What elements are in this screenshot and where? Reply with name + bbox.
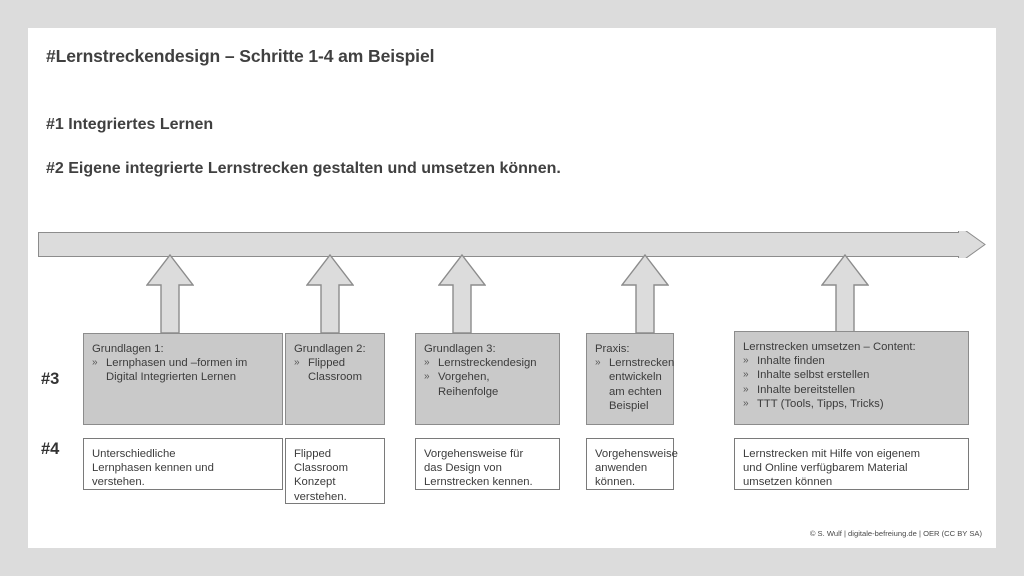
step3-box-5-bullets: » Inhalte finden » Inhalte selbst erstelle… (743, 354, 961, 411)
up-arrow-2 (306, 254, 354, 334)
bullet-icon: » (743, 383, 749, 395)
list-item: » Inhalte bereitstellen (743, 383, 961, 397)
list-item: » TTT (Tools, Tipps, Tricks) (743, 397, 961, 411)
step3-box-2-bullets: » Flipped Classroom (294, 356, 377, 384)
bullet-icon: » (743, 369, 749, 381)
bullet-icon: » (743, 397, 749, 409)
slide-canvas: #Lernstreckendesign – Schritte 1-4 am Be… (28, 28, 996, 548)
step4-box-1[interactable]: Unterschiedliche Lernphasen kennen und v… (83, 438, 283, 490)
step3-box-1[interactable]: Grundlagen 1: » Lernphasen und –formen im… (83, 333, 283, 425)
list-item-text: Lernstrecken entwickeln am echten Beispi… (609, 357, 675, 412)
step3-box-3-title: Grundlagen 3: (424, 343, 496, 355)
bullet-icon: » (92, 357, 98, 369)
row-label-step-4: #4 (41, 440, 60, 458)
list-item: » Flipped Classroom (294, 356, 377, 384)
step3-box-2[interactable]: Grundlagen 2: » Flipped Classroom (285, 333, 385, 425)
list-item: » Inhalte selbst erstellen (743, 368, 961, 382)
step4-box-4[interactable]: Vorgehensweise anwenden können. (586, 438, 678, 490)
list-item: » Vorgehen, Reihenfolge (424, 370, 552, 398)
list-item-text: Vorgehen, Reihenfolge (438, 371, 499, 398)
footer-credit: © S. Wulf | digitale-befreiung.de | OER … (809, 529, 982, 538)
up-arrow-3 (438, 254, 486, 334)
list-item-text: Lernstreckendesign (438, 357, 537, 370)
list-item: » Lernstrecken entwickeln am echten Beisp… (595, 356, 674, 413)
step3-box-5[interactable]: Lernstrecken umsetzen – Content: » Inhalt… (734, 331, 969, 425)
list-item: » Inhalte finden (743, 354, 961, 368)
step4-box-3[interactable]: Vorgehensweise für das Design von Lernst… (415, 438, 560, 490)
step3-box-1-title: Grundlagen 1: (92, 343, 164, 355)
up-arrow-4 (621, 254, 669, 334)
list-item-text: Inhalte selbst erstellen (757, 369, 870, 382)
list-item-text: Inhalte bereitstellen (757, 383, 855, 396)
step3-box-1-bullets: » Lernphasen und –formen im Digital Integ… (92, 356, 275, 384)
step4-box-5[interactable]: Lernstrecken mit Hilfe von eigenem und O… (734, 438, 969, 490)
subtitle-step-2: #2 Eigene integrierte Lernstrecken gesta… (46, 160, 561, 177)
step4-box-2[interactable]: Flipped Classroom Konzept verstehen. (285, 438, 385, 504)
step3-box-5-title: Lernstrecken umsetzen – Content: (743, 341, 916, 353)
bullet-icon: » (424, 357, 430, 369)
up-arrow-1 (146, 254, 194, 334)
timeline-arrow (38, 231, 986, 258)
step3-box-4[interactable]: Praxis: » Lernstrecken entwickeln am echt… (586, 333, 674, 425)
list-item-text: Inhalte finden (757, 355, 825, 368)
bullet-icon: » (424, 371, 430, 383)
page-title: #Lernstreckendesign – Schritte 1-4 am Be… (46, 46, 435, 66)
list-item-text: Flipped Classroom (308, 357, 362, 384)
row-label-step-3: #3 (41, 370, 60, 388)
subtitle-step-1: #1 Integriertes Lernen (46, 116, 214, 133)
step3-box-3[interactable]: Grundlagen 3: » Lernstreckendesign » Vorge… (415, 333, 560, 425)
list-item: » Lernphasen und –formen im Digital Integ… (92, 356, 275, 384)
bullet-icon: » (743, 355, 749, 367)
step3-box-3-bullets: » Lernstreckendesign » Vorgehen, Reihenfol… (424, 356, 552, 399)
step3-box-2-title: Grundlagen 2: (294, 343, 366, 355)
up-arrow-5 (821, 254, 869, 334)
bullet-icon: » (595, 357, 601, 369)
step3-box-4-title: Praxis: (595, 343, 630, 355)
list-item: » Lernstreckendesign (424, 356, 552, 370)
step3-box-4-bullets: » Lernstrecken entwickeln am echten Beisp… (595, 356, 674, 413)
list-item-text: Lernphasen und –formen im Digital Integr… (106, 357, 248, 384)
list-item-text: TTT (Tools, Tipps, Tricks) (757, 397, 884, 410)
bullet-icon: » (294, 357, 300, 369)
